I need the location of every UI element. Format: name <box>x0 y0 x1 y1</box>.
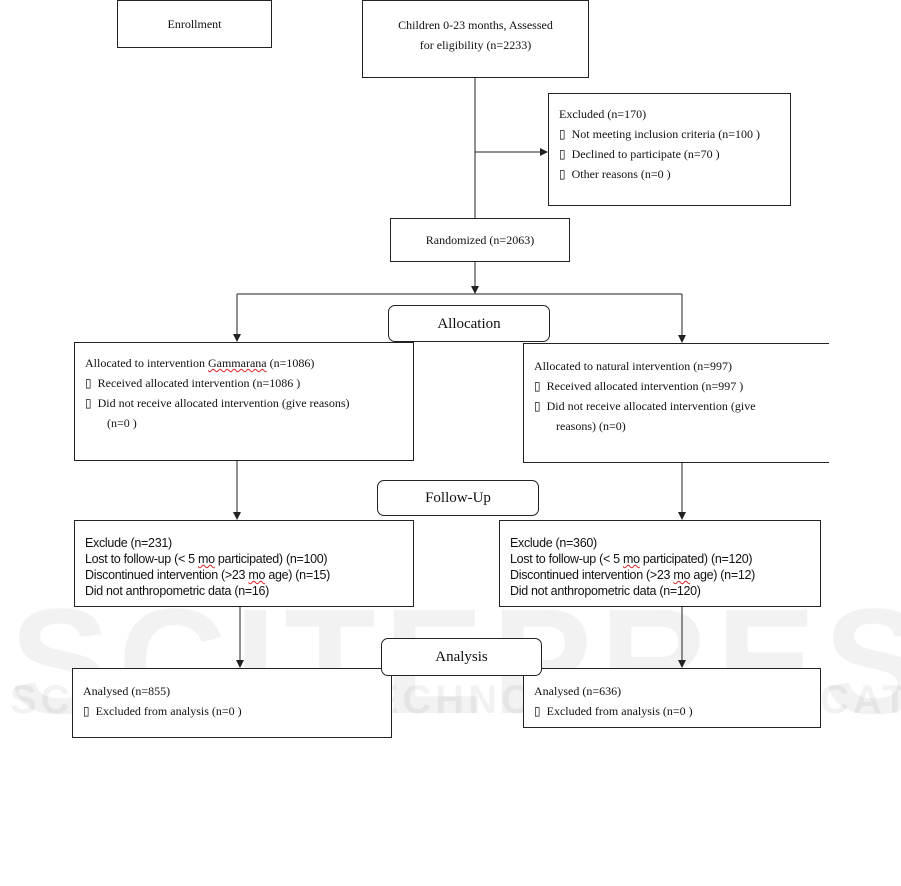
followup-right-box: Exclude (n=360) Lost to follow-up (< 5 m… <box>499 520 821 607</box>
bullet-icon: ▯ <box>534 704 541 718</box>
allocation-right-title: Allocated to natural intervention (n=997… <box>534 359 733 373</box>
analysis-left-item: Excluded from analysis (n=0 ) <box>95 704 242 718</box>
allocation-left-item: Did not receive allocated intervention (… <box>97 396 350 410</box>
analysis-right-title: Analysed (n=636) <box>534 684 622 698</box>
allocation-right-continuation: reasons) (n=0) <box>556 419 626 433</box>
assessed-line1: Children 0-23 months, Assessed <box>398 18 553 32</box>
followup-left-box: Exclude (n=231) Lost to follow-up (< 5 m… <box>74 520 414 607</box>
followup-right-discontinued: Discontinued intervention (>23 mo age) (… <box>510 568 755 582</box>
followup-right-anthro: Did not anthropometric data (n=120) <box>510 584 701 598</box>
randomized-label: Randomized (n=2063) <box>425 233 535 247</box>
stage-analysis: Analysis <box>381 638 542 676</box>
allocation-left-box: Allocated to intervention Gammarana (n=1… <box>74 342 414 461</box>
allocation-right-box: Allocated to natural intervention (n=997… <box>523 343 829 463</box>
excluded-item: ▯Not meeting inclusion criteria (n=100 ) <box>559 127 760 141</box>
bullet-icon: ▯ <box>85 396 92 410</box>
randomized-box: Randomized (n=2063) <box>390 218 570 262</box>
assessed-line2: for eligibility (n=2233) <box>419 38 532 52</box>
allocation-left-continuation: (n=0 ) <box>107 416 137 430</box>
followup-left-discontinued: Discontinued intervention (>23 mo age) (… <box>85 568 330 582</box>
analysis-left-title: Analysed (n=855) <box>83 684 171 698</box>
stage-allocation: Allocation <box>388 305 550 342</box>
followup-left-lost: Lost to follow-up (< 5 mo participated) … <box>85 552 328 566</box>
bullet-icon: ▯ <box>559 147 566 161</box>
followup-right-title: Exclude (n=360) <box>510 536 597 550</box>
stage-follow-up: Follow-Up <box>377 480 539 516</box>
followup-left-anthro: Did not anthropometric data (n=16) <box>85 584 270 598</box>
enrollment-box: Enrollment <box>117 0 272 48</box>
excluded-item: ▯Declined to participate (n=70 ) <box>559 147 720 161</box>
bullet-icon: ▯ <box>83 704 90 718</box>
bullet-icon: ▯ <box>559 127 566 141</box>
analysis-right-box: Analysed (n=636) ▯ Excluded from analysis… <box>523 668 821 728</box>
allocation-left-title: Allocated to intervention Gammarana (n=1… <box>85 356 315 370</box>
allocation-right-item: Received allocated intervention (n=997 ) <box>546 379 744 393</box>
allocation-right-item: Did not receive allocated intervention (… <box>546 399 756 413</box>
analysis-left-box: Analysed (n=855) ▯ Excluded from analysis… <box>72 668 392 738</box>
excluded-box: Excluded (n=170) ▯Not meeting inclusion … <box>548 93 791 206</box>
excluded-title: Excluded (n=170) <box>559 107 647 121</box>
analysis-right-item: Excluded from analysis (n=0 ) <box>546 704 693 718</box>
bullet-icon: ▯ <box>534 379 541 393</box>
bullet-icon: ▯ <box>85 376 92 390</box>
followup-left-title: Exclude (n=231) <box>85 536 172 550</box>
assessed-box: Children 0-23 months, Assessed for eligi… <box>362 0 589 78</box>
excluded-item: ▯Other reasons (n=0 ) <box>559 167 671 181</box>
allocation-left-item: Received allocated intervention (n=1086 … <box>97 376 301 390</box>
enrollment-label: Enrollment <box>167 17 222 31</box>
bullet-icon: ▯ <box>534 399 541 413</box>
followup-right-lost: Lost to follow-up (< 5 mo participated) … <box>510 552 753 566</box>
bullet-icon: ▯ <box>559 167 566 181</box>
